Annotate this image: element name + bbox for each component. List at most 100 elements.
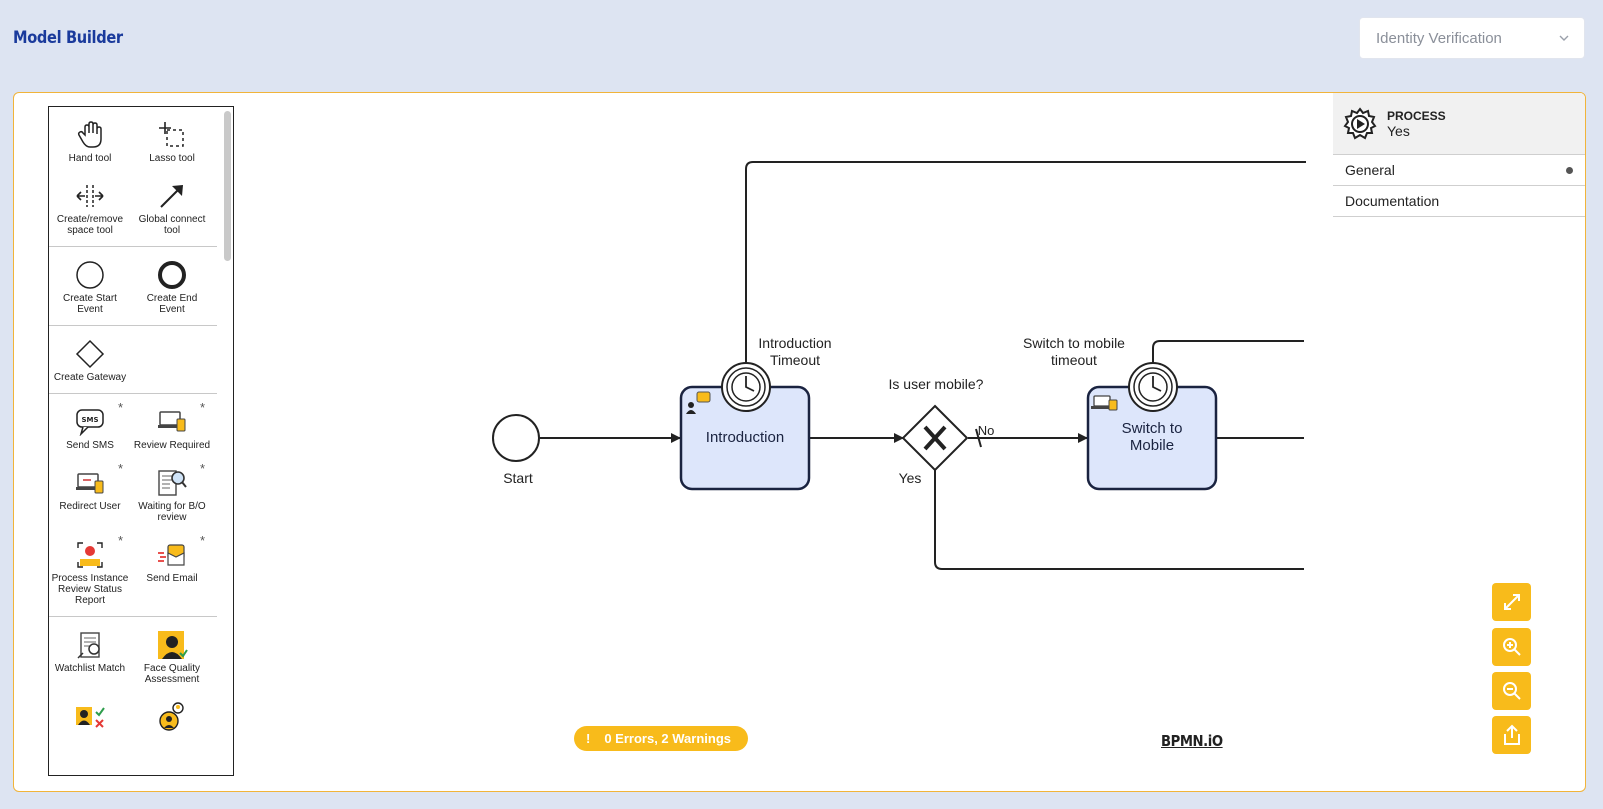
custom-star: * [199, 400, 205, 415]
palette-label: Face Quality Assessment [143, 663, 201, 685]
tab-general-label: General [1345, 162, 1395, 178]
timeout-flow-switch [1152, 340, 1304, 365]
palette-hand-tool[interactable]: Hand tool [49, 109, 131, 170]
face-match-icon [76, 707, 105, 728]
tab-documentation[interactable]: Documentation [1333, 186, 1585, 217]
export-icon [1503, 724, 1520, 745]
palette-face-match[interactable] [49, 691, 131, 741]
palette-label: Create/remove space tool [56, 214, 124, 236]
switch-task-label: Switch to Mobile [1121, 420, 1183, 454]
issues-badge[interactable]: ! 0 Errors, 2 Warnings [574, 726, 748, 751]
zoom-out-icon [1502, 682, 1521, 700]
process-select[interactable]: Identity Verification [1359, 17, 1585, 59]
svg-text:SMS: SMS [81, 416, 98, 424]
palette-group-gateways: Create Gateway [49, 326, 217, 394]
tab-documentation-label: Documentation [1345, 193, 1440, 209]
palette-group-events: Create Start Event Create End Event [49, 247, 217, 326]
palette-label: Create Start Event [63, 293, 117, 315]
switch-timeout-label: Switch to mobile timeout [1023, 335, 1125, 368]
start-event-icon [76, 261, 104, 289]
palette-redirect-user[interactable]: * Redirect User [49, 457, 131, 529]
palette-label: Create End Event [146, 293, 198, 315]
fullscreen-button[interactable] [1492, 583, 1531, 621]
bpmn-diagram[interactable] [14, 93, 1586, 792]
zoom-in-button[interactable] [1492, 628, 1531, 666]
custom-star: * [117, 400, 123, 415]
warning-icon: ! [586, 731, 591, 746]
bpmn-logo[interactable]: BPMN.iO [1161, 732, 1223, 750]
redirect-icon [76, 473, 104, 494]
palette-waiting-review[interactable]: * Waiting for B/O review [131, 457, 213, 529]
process-select-value: Identity Verification [1376, 29, 1502, 47]
palette-label: Create Gateway [53, 372, 127, 383]
face-quality-icon [158, 631, 188, 659]
canvas-frame[interactable]: Start Introduction Introduction Timeout … [13, 92, 1586, 792]
palette-label: Lasso tool [149, 153, 195, 164]
custom-star: * [199, 461, 205, 476]
hand-icon [77, 121, 102, 148]
palette-group-tools: Hand tool Lasso tool Create/remove space… [49, 107, 217, 247]
palette-label: Send Email [146, 573, 198, 584]
palette-send-email[interactable]: * Send Email [131, 529, 213, 612]
custom-star: * [199, 533, 205, 548]
properties-type: PROCESS [1387, 108, 1446, 123]
send-email-icon [158, 544, 185, 566]
custom-star: * [117, 533, 123, 548]
palette-label: Global connect tool [138, 214, 206, 236]
export-button[interactable] [1492, 716, 1531, 754]
intro-timer-icon [721, 362, 771, 412]
palette-label: Process Instance Review Status Report [51, 573, 129, 606]
start-label: Start [503, 470, 533, 486]
record-report-icon [77, 542, 103, 568]
exclusive-gateway [901, 404, 969, 472]
user-message-icon [686, 391, 711, 414]
palette-lasso-tool[interactable]: Lasso tool [131, 109, 213, 170]
palette-end-event[interactable]: Create End Event [131, 249, 213, 321]
palette-face-quality[interactable]: Face Quality Assessment [131, 619, 213, 691]
end-event-icon [158, 261, 186, 289]
switch-timer-icon [1128, 362, 1178, 412]
default-flow-marker [975, 428, 982, 448]
palette-label: Send SMS [66, 440, 114, 451]
tab-general[interactable]: General [1333, 155, 1585, 186]
fullscreen-icon [1503, 594, 1520, 610]
document-search-icon [158, 470, 187, 496]
review-icon [158, 411, 186, 432]
palette-label: Review Required [133, 440, 211, 451]
palette-scrollbar[interactable] [224, 111, 231, 261]
palette-label: Hand tool [68, 153, 112, 164]
properties-header: PROCESS Yes [1333, 93, 1585, 155]
zoom-in-icon [1502, 638, 1521, 656]
palette-connect-tool[interactable]: Global connect tool [131, 170, 213, 242]
start-event [492, 414, 540, 462]
chevron-down-icon [1559, 35, 1569, 41]
palette-gateway[interactable]: Create Gateway [49, 328, 131, 389]
space-tool-icon [76, 185, 104, 207]
palette-start-event[interactable]: Create Start Event [49, 249, 131, 321]
palette-review-required[interactable]: * Review Required [131, 396, 213, 457]
palette-label: Redirect User [59, 501, 121, 512]
app-title: Model Builder [13, 28, 123, 48]
zoom-out-button[interactable] [1492, 672, 1531, 710]
webcam-icon [159, 702, 184, 731]
flow-yes [934, 470, 1304, 570]
gear-play-icon [1343, 106, 1377, 139]
modified-dot-icon [1566, 167, 1573, 174]
properties-name: Yes [1387, 122, 1410, 139]
gateway-label: Is user mobile? [888, 376, 984, 392]
sms-icon: SMS [76, 409, 104, 436]
palette-label: Watchlist Match [54, 663, 126, 674]
palette-label: Waiting for B/O review [138, 501, 206, 523]
connect-arrow-icon [160, 185, 183, 208]
palette-group-custom: * SMS Send SMS * Review Required * Redir… [49, 394, 217, 617]
lasso-icon [159, 122, 184, 147]
palette-space-tool[interactable]: Create/remove space tool [49, 170, 131, 242]
laptop-icon [1091, 395, 1118, 411]
palette-watchlist-match[interactable]: Watchlist Match [49, 619, 131, 691]
timeout-flow-intro [745, 161, 1306, 365]
intro-timeout-label: Introduction Timeout [758, 335, 832, 368]
flow-no-label: No [977, 423, 995, 438]
palette-status-report[interactable]: * Process Instance Review Status Report [49, 529, 131, 612]
palette-webcam[interactable] [131, 691, 213, 741]
palette-send-sms[interactable]: * SMS Send SMS [49, 396, 131, 457]
